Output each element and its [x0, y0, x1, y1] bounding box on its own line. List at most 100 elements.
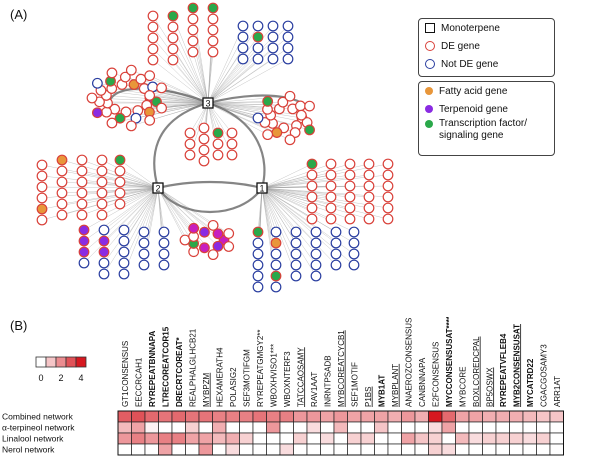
gene-node	[304, 100, 315, 112]
gene-node	[306, 202, 318, 214]
dot-icon	[425, 105, 433, 113]
gene-node	[188, 222, 200, 234]
heatmap-cell	[279, 432, 294, 445]
gene-node	[252, 53, 264, 65]
gene-node	[198, 133, 210, 145]
heatmap-cell	[428, 421, 443, 434]
gene-node	[167, 54, 179, 66]
gene-node	[96, 187, 108, 199]
heatmap-cell	[239, 410, 254, 423]
column-label: DRECRTCOREAT*	[175, 336, 184, 407]
hub-link	[207, 101, 266, 189]
gene-node	[98, 268, 110, 280]
column-label: SEF3MOTIFGM	[242, 349, 251, 407]
gene-node	[76, 187, 88, 199]
column-label: CANBNNAPA	[418, 357, 427, 407]
edge	[207, 102, 233, 145]
gene-node	[348, 248, 360, 260]
dot-icon	[425, 120, 433, 128]
heatmap-cell	[198, 410, 213, 423]
heatmap-cell	[536, 421, 551, 434]
heatmap-cell	[549, 443, 564, 456]
edge	[261, 163, 332, 189]
column-label: MYB1AT	[377, 375, 386, 407]
gene-node	[114, 112, 126, 124]
edge	[207, 51, 214, 104]
heatmap-cell	[333, 421, 348, 434]
gene-node	[147, 43, 159, 55]
gene-node	[310, 248, 322, 260]
heatmap-cell	[387, 410, 402, 423]
scale-swatch	[75, 356, 87, 368]
heatmap-cell	[131, 443, 146, 456]
column-label: INRNTPSADB	[323, 355, 332, 407]
gene-node	[78, 235, 90, 247]
gene-node	[130, 112, 142, 124]
column-label: RYREPEATGMGY2**	[256, 329, 265, 407]
heatmap-cell	[522, 443, 537, 456]
edge	[149, 95, 209, 104]
heatmap-cell	[117, 432, 132, 445]
edge	[103, 187, 159, 242]
gene-node	[212, 138, 224, 150]
gene-node	[184, 149, 196, 161]
gene-node	[156, 102, 167, 114]
column-label: GT1CONSENSUS	[121, 341, 130, 407]
edge	[261, 187, 317, 255]
gene-node	[144, 114, 156, 126]
gene-node	[96, 176, 108, 188]
gene-node	[237, 53, 249, 65]
gene-node	[306, 180, 318, 192]
gene-node	[101, 106, 112, 118]
gene-node	[144, 90, 156, 101]
gene-node	[237, 31, 249, 43]
column-label: BP5OSWX	[485, 367, 494, 407]
gene-node	[138, 226, 150, 238]
column-label: MYCATRD22	[526, 358, 535, 407]
scale-tick: 4	[78, 373, 83, 383]
gene-node	[96, 198, 108, 210]
gene-node	[207, 219, 219, 231]
gene-node	[252, 31, 264, 43]
legend-label: Terpenoid gene	[439, 103, 508, 115]
gene-node	[114, 198, 126, 210]
gene-node	[106, 117, 118, 129]
gene-node	[382, 169, 394, 181]
gene-node	[187, 24, 199, 36]
heatmap-cell	[158, 432, 173, 445]
heatmap-cell	[333, 410, 348, 423]
heatmap-cell	[360, 432, 375, 445]
gene-node	[306, 213, 318, 225]
heatmap-cell	[347, 421, 362, 434]
heatmap-cell	[360, 443, 375, 456]
edge	[119, 187, 159, 194]
gene-node	[212, 228, 224, 240]
gene-node	[310, 226, 322, 238]
gene-node	[226, 127, 238, 139]
gene-node	[270, 237, 282, 249]
column-label: ARR1AT	[553, 376, 562, 407]
heatmap-cell	[131, 432, 146, 445]
heatmap-cell	[468, 421, 483, 434]
edge	[261, 187, 277, 288]
gene-node	[56, 198, 68, 210]
gene-node	[282, 31, 294, 43]
heatmap-cells	[117, 410, 564, 456]
gene-node	[114, 154, 126, 166]
gene-node	[382, 202, 394, 214]
scale-swatch	[55, 356, 67, 368]
heatmap-cell	[401, 443, 416, 456]
gene-node	[212, 149, 224, 161]
column-label: ANAEROZCONSENSUS	[404, 318, 413, 407]
heatmap-cell	[414, 410, 429, 423]
heatmap-cell	[171, 410, 186, 423]
column-label: MYBPZM	[202, 372, 211, 407]
heatmap-cell	[455, 432, 470, 445]
heatmap-cell	[509, 443, 524, 456]
gene-node	[252, 270, 264, 282]
heatmap-cell	[414, 432, 429, 445]
edge	[101, 187, 159, 194]
gene-node	[252, 20, 264, 32]
gene-node	[167, 10, 179, 22]
gene-node	[226, 138, 238, 150]
